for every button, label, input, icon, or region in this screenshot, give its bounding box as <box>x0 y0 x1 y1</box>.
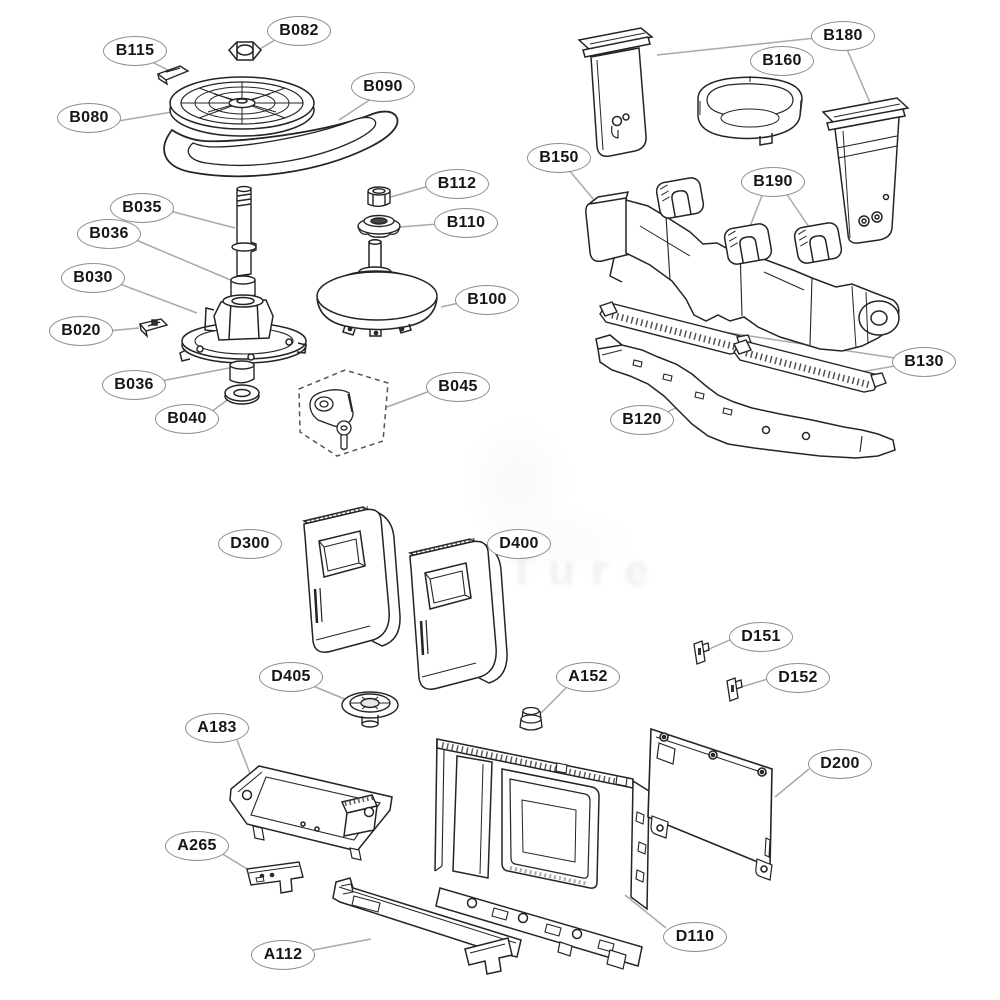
duct-cover-left-b180-drawing <box>577 27 654 158</box>
clip-b020-drawing <box>138 318 169 339</box>
part-label-b130: B130 <box>892 347 956 377</box>
part-label-a152: A152 <box>556 662 620 692</box>
nut-b110-drawing <box>357 214 401 238</box>
kit-b045-drawing <box>298 369 389 457</box>
part-label-b030: B030 <box>61 263 125 293</box>
housing-d110-drawing <box>434 738 650 970</box>
belt-b090-drawing <box>163 110 399 178</box>
rails-b130-drawing <box>599 301 887 393</box>
clip-b115-drawing <box>156 65 190 86</box>
grommet-a152-drawing <box>519 706 543 731</box>
duct-assembly-b150-drawing <box>585 191 900 352</box>
part-label-b180: B180 <box>811 21 875 51</box>
part-label-b115: B115 <box>103 36 167 66</box>
part-label-b150: B150 <box>527 143 591 173</box>
part-label-b045: B045 <box>426 372 490 402</box>
tray-a183-drawing <box>229 765 393 861</box>
part-label-b112: B112 <box>425 169 489 199</box>
leader-lines <box>107 37 896 951</box>
cover-d200-drawing <box>647 727 773 881</box>
part-label-d405: D405 <box>259 662 323 692</box>
part-label-b036: B036 <box>77 219 141 249</box>
clips-b190-drawing <box>655 177 843 265</box>
bearing-b040-drawing <box>224 384 260 405</box>
part-label-a112: A112 <box>251 940 315 970</box>
part-label-b035: B035 <box>110 193 174 223</box>
part-label-d110: D110 <box>663 922 727 952</box>
part-label-d400: D400 <box>487 529 551 559</box>
sleeve-b036-upper-drawing <box>230 275 256 300</box>
bracket-b120-drawing <box>595 334 896 459</box>
part-label-d151: D151 <box>729 622 793 652</box>
part-label-b190: B190 <box>741 167 805 197</box>
hub-b030-drawing <box>179 294 307 364</box>
pulley-b080-drawing <box>169 76 315 137</box>
part-label-b160: B160 <box>750 46 814 76</box>
part-label-a183: A183 <box>185 713 249 743</box>
strip-a112-drawing <box>332 877 522 975</box>
bowl-b160-drawing <box>697 76 803 146</box>
part-label-d200: D200 <box>808 749 872 779</box>
clip-d152-drawing <box>726 677 743 702</box>
watermark-blob <box>462 418 572 548</box>
sleeve-b036-lower-drawing <box>229 360 255 384</box>
part-label-b080: B080 <box>57 103 121 133</box>
part-label-b020: B020 <box>49 316 113 346</box>
bracket-a265-drawing <box>246 861 304 894</box>
nut-b082-drawing <box>227 41 263 61</box>
rotor-b100-drawing <box>316 239 438 337</box>
duct-cover-right-b180-drawing <box>821 97 910 244</box>
part-label-b036-2: B036 <box>102 370 166 400</box>
part-label-b100: B100 <box>455 285 519 315</box>
part-label-d300: D300 <box>218 529 282 559</box>
impeller-d405-drawing <box>341 691 399 728</box>
part-label-a265: A265 <box>165 831 229 861</box>
part-label-b082: B082 <box>267 16 331 46</box>
shaft-b035-drawing <box>231 185 257 285</box>
part-label-b110: B110 <box>434 208 498 238</box>
part-label-b040: B040 <box>155 404 219 434</box>
bin-d400-drawing <box>407 537 508 690</box>
part-label-b120: B120 <box>610 405 674 435</box>
bin-d300-drawing <box>301 505 401 653</box>
part-label-b090: B090 <box>351 72 415 102</box>
part-label-d152: D152 <box>766 663 830 693</box>
clip-d151-drawing <box>693 640 710 665</box>
cap-b112-drawing <box>367 186 391 207</box>
